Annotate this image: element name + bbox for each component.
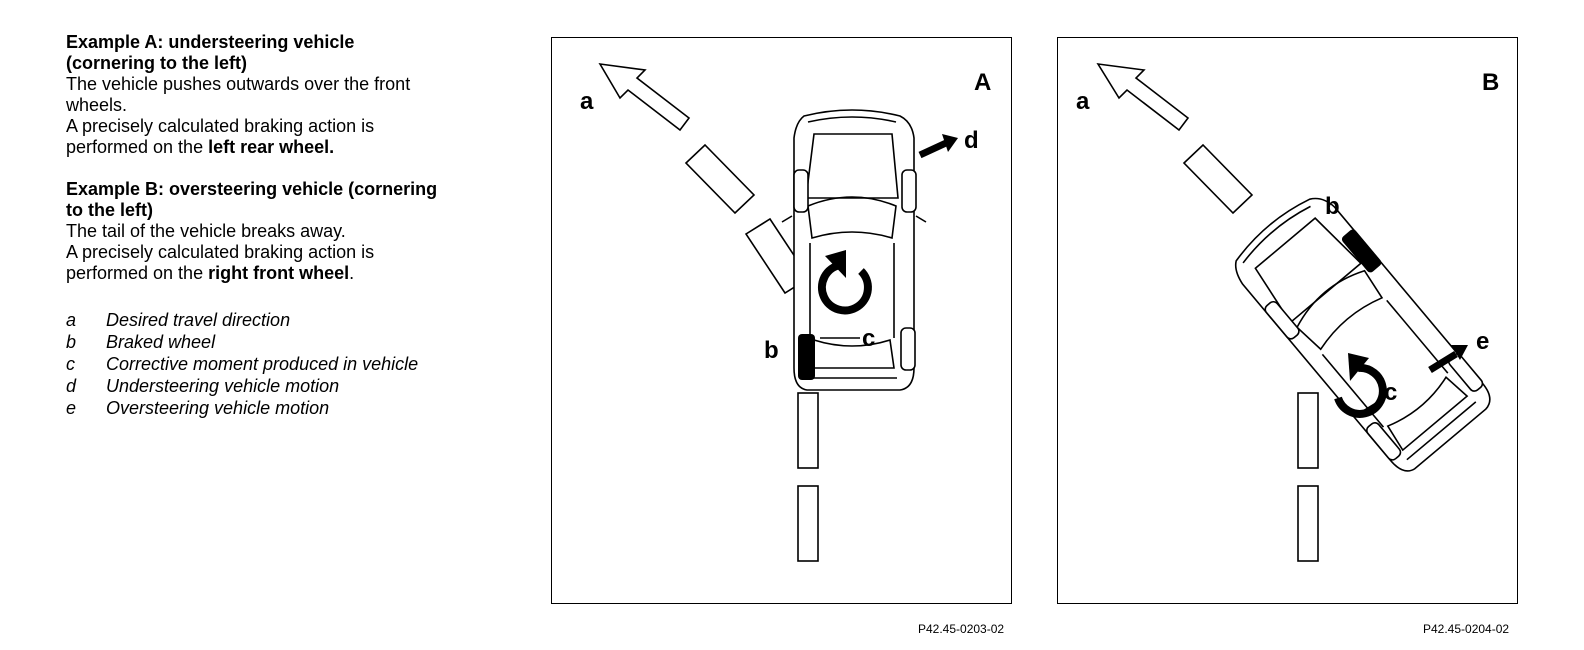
- path-dash: [797, 485, 819, 562]
- example-a-heading-line1: Example A: understeering vehicle: [66, 32, 355, 52]
- label-c: c: [1384, 379, 1397, 406]
- figure-b-oversteering: B a b c e: [1057, 37, 1518, 604]
- moment-leader-line: [1357, 397, 1385, 415]
- path-dash: [1182, 143, 1254, 215]
- panel-letter-b: B: [1482, 69, 1499, 96]
- front-left-wheel: [793, 169, 809, 213]
- label-b: b: [1325, 193, 1340, 220]
- figure-b-caption: P42.45-0204-02: [1423, 622, 1510, 636]
- explanation-text: Example A: understeering vehicle (corner…: [66, 32, 516, 419]
- corrective-moment-arrow: [1334, 363, 1387, 418]
- example-a-desc-line1: The vehicle pushes outwards over the fro…: [66, 74, 411, 94]
- example-b-heading-line2: to the left): [66, 200, 153, 220]
- path-dash: [1297, 392, 1319, 469]
- legend-text: Oversteering vehicle motion: [106, 398, 330, 418]
- oversteer-arrowhead: [1451, 345, 1468, 360]
- label-a: a: [1076, 88, 1090, 115]
- legend-key: d: [66, 376, 77, 396]
- label-a: a: [580, 88, 594, 115]
- example-a-action-bold: left rear wheel.: [208, 137, 335, 157]
- panel-letter-a: A: [974, 69, 991, 96]
- oversteer-arrow: [1428, 351, 1458, 373]
- understeer-arrow: [918, 139, 948, 159]
- example-a-heading-line2: (cornering to the left): [66, 53, 247, 73]
- label-e: e: [1476, 328, 1489, 355]
- legend-text: Corrective moment produced in vehicle: [106, 354, 419, 374]
- figure-a-caption: P42.45-0203-02: [918, 622, 1005, 636]
- corrective-moment-arrow: [817, 261, 872, 315]
- vehicle: [781, 109, 927, 391]
- corrective-moment-arrowhead: [1348, 353, 1369, 381]
- front-right-wheel: [901, 169, 917, 213]
- travel-direction-arrow: [1096, 62, 1190, 132]
- front-left-wheel: [1264, 300, 1300, 340]
- example-b-action-prefix: performed on the: [66, 263, 209, 283]
- legend-text: Understeering vehicle motion: [106, 376, 340, 396]
- example-a-action-prefix: performed on the: [66, 137, 209, 157]
- understeer-arrowhead: [942, 134, 958, 152]
- travel-direction-arrow: [598, 62, 691, 132]
- legend-key: b: [66, 332, 77, 352]
- label-d: d: [964, 127, 979, 154]
- legend-key: a: [66, 310, 77, 330]
- label-b: b: [764, 337, 779, 364]
- figure-a-understeering: A a b c d: [551, 37, 1012, 604]
- legend-item: e Oversteering vehicle motion: [66, 397, 516, 419]
- example-b-heading-line1: Example B: oversteering vehicle (corneri…: [66, 179, 438, 199]
- rear-left-wheel: [1366, 421, 1402, 461]
- path-dash: [1297, 485, 1319, 562]
- legend-item: c Corrective moment produced in vehicle: [66, 353, 516, 375]
- path-dash: [684, 143, 756, 215]
- corrective-moment-arrowhead: [825, 250, 846, 278]
- example-b-action-bold: right front wheel: [208, 263, 350, 283]
- example-a-desc-line2: wheels.: [66, 95, 128, 115]
- figure-b-drawing: B a b c e: [1076, 62, 1499, 562]
- vehicle: [1234, 197, 1491, 472]
- legend-item: d Understeering vehicle motion: [66, 375, 516, 397]
- braked-wheel: [798, 334, 815, 380]
- legend-item: a Desired travel direction: [66, 309, 516, 331]
- legend-key: e: [66, 398, 77, 418]
- legend-text: Desired travel direction: [106, 310, 291, 330]
- path-dash: [797, 392, 819, 469]
- example-b-action-suffix: .: [349, 263, 355, 283]
- example-b-action-line2: performed on the right front wheel.: [66, 263, 516, 284]
- example-b-desc-line1: The tail of the vehicle breaks away.: [66, 221, 346, 241]
- rear-right-wheel: [900, 327, 916, 371]
- label-c: c: [862, 325, 875, 352]
- legend-item: b Braked wheel: [66, 331, 516, 353]
- legend-text: Braked wheel: [106, 332, 216, 352]
- figure-a-drawing: A a b c d: [580, 62, 991, 562]
- example-b-action-line1: A precisely calculated braking action is: [66, 242, 375, 262]
- braked-wheel: [1341, 229, 1382, 273]
- example-a-action-line1: A precisely calculated braking action is: [66, 116, 375, 136]
- legend-key: c: [66, 354, 75, 374]
- example-a-action-line2: performed on the left rear wheel.: [66, 137, 516, 158]
